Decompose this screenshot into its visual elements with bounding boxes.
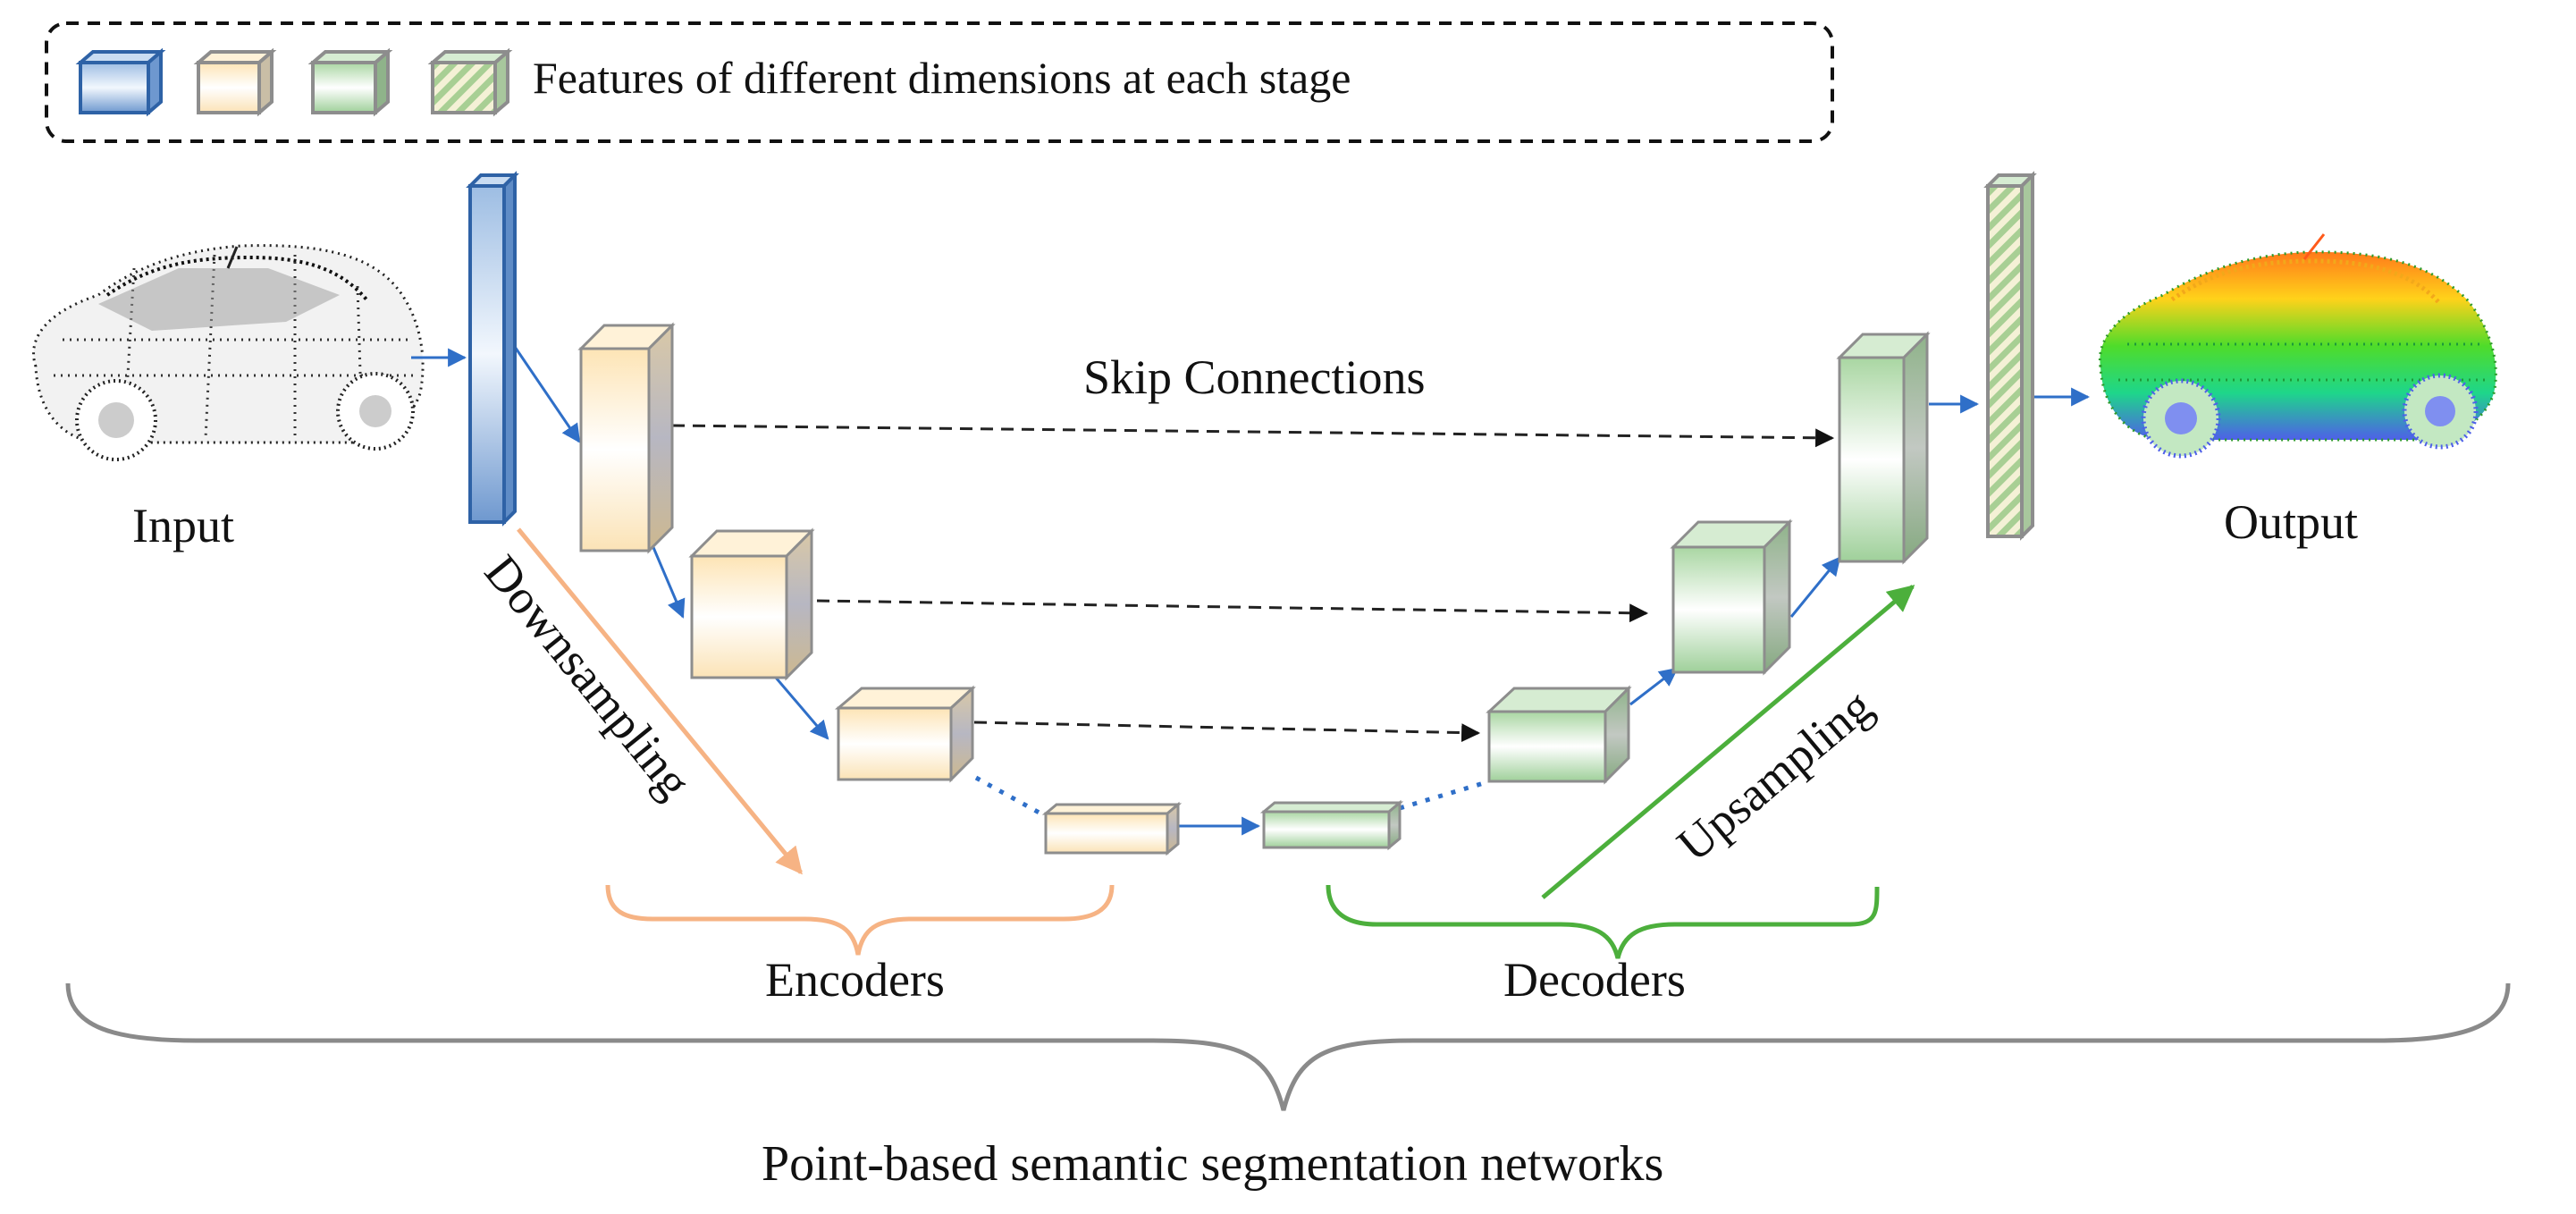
output-feature-block	[1983, 171, 2037, 541]
output-point-cloud	[2098, 233, 2497, 459]
skip-connection-2	[816, 599, 1649, 623]
decoder-block-3	[1670, 518, 1793, 676]
flow-arrow-dec1-to-dec2	[1399, 780, 1485, 811]
upsampling-arrow	[1541, 585, 1915, 899]
flow-arrow-enc1-to-enc2	[651, 544, 686, 619]
skip-connection-1	[671, 424, 1835, 448]
cream-cube-icon	[193, 47, 277, 117]
downsampling-label: Downsampling	[475, 545, 702, 808]
skip-connections	[671, 424, 1835, 743]
upsampling-label: Upsampling	[1667, 679, 1882, 873]
encoder-block-1	[577, 322, 676, 554]
skip-connections-label: Skip Connections	[1083, 350, 1426, 404]
flow-arrow-blue-to-enc1	[511, 343, 581, 443]
striped-green-cube-icon	[427, 47, 513, 117]
green-cube-icon	[307, 47, 393, 117]
downsampling-arrow	[517, 527, 803, 875]
decoders-brace	[1326, 884, 1880, 959]
flow-arrow-dec3-to-dec4	[1789, 556, 1841, 618]
output-label: Output	[2224, 495, 2358, 549]
decoder-block-2	[1486, 685, 1632, 785]
input-feature-block	[466, 171, 519, 527]
blue-cube-icon	[75, 47, 166, 117]
encoders-label: Encoders	[765, 953, 945, 1007]
skip-connection-3	[973, 721, 1481, 743]
encoder-block-4	[1041, 801, 1183, 856]
decoders-label: Decoders	[1503, 953, 1686, 1007]
legend-text: Features of different dimensions at each…	[533, 53, 1351, 103]
network-brace	[65, 982, 2511, 1119]
flow-arrow-enc3-to-enc4	[974, 775, 1046, 818]
legend: Features of different dimensions at each…	[45, 21, 1834, 143]
encoders-brace	[605, 884, 1115, 956]
network-label: Point-based semantic segmentation networ…	[762, 1136, 1663, 1192]
input-label: Input	[132, 499, 234, 552]
decoder-block-1	[1259, 799, 1404, 851]
encoder-block-3	[834, 685, 976, 783]
flow-arrows	[411, 343, 2091, 836]
decoder-block-4	[1836, 331, 1931, 565]
flow-arrow-dec2-to-dec3	[1629, 667, 1679, 706]
encoder-block-2	[688, 527, 815, 681]
flow-arrow-enc2-to-enc3	[774, 677, 829, 740]
input-point-cloud	[32, 244, 425, 461]
